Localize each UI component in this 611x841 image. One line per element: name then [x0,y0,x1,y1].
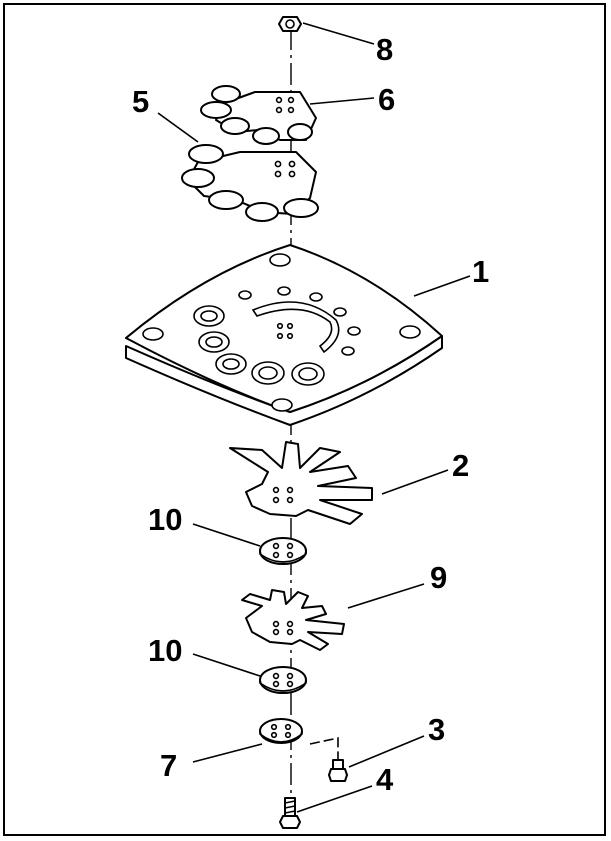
part-bolt-4 [279,797,301,829]
part-3-axis [309,737,339,762]
callout-6: 6 [378,82,395,117]
part-retainer-disc-10-lower [259,666,307,694]
part-retainer-disc-10-upper [259,537,307,565]
callout-10-lower: 10 [148,633,182,668]
callout-3: 3 [428,712,445,747]
callout-4: 4 [376,762,394,797]
part-screw-3 [328,759,348,782]
callout-5: 5 [132,84,149,119]
callout-10-upper: 10 [148,502,182,537]
part-retainer-7 [259,718,303,744]
leader-lines [157,22,471,813]
callout-8: 8 [376,32,393,67]
part-nut-8 [278,16,302,32]
callout-7: 7 [160,748,177,783]
callout-1: 1 [472,254,489,289]
part-reed-valve-6 [200,85,317,145]
callout-2: 2 [452,448,469,483]
part-valve-plate-1 [125,244,443,426]
part-reed-valve-5 [181,144,319,222]
part-discharge-valve-9 [241,589,345,651]
page-border [3,3,606,836]
callout-9: 9 [430,560,447,595]
part-discharge-valve-2 [229,441,373,525]
